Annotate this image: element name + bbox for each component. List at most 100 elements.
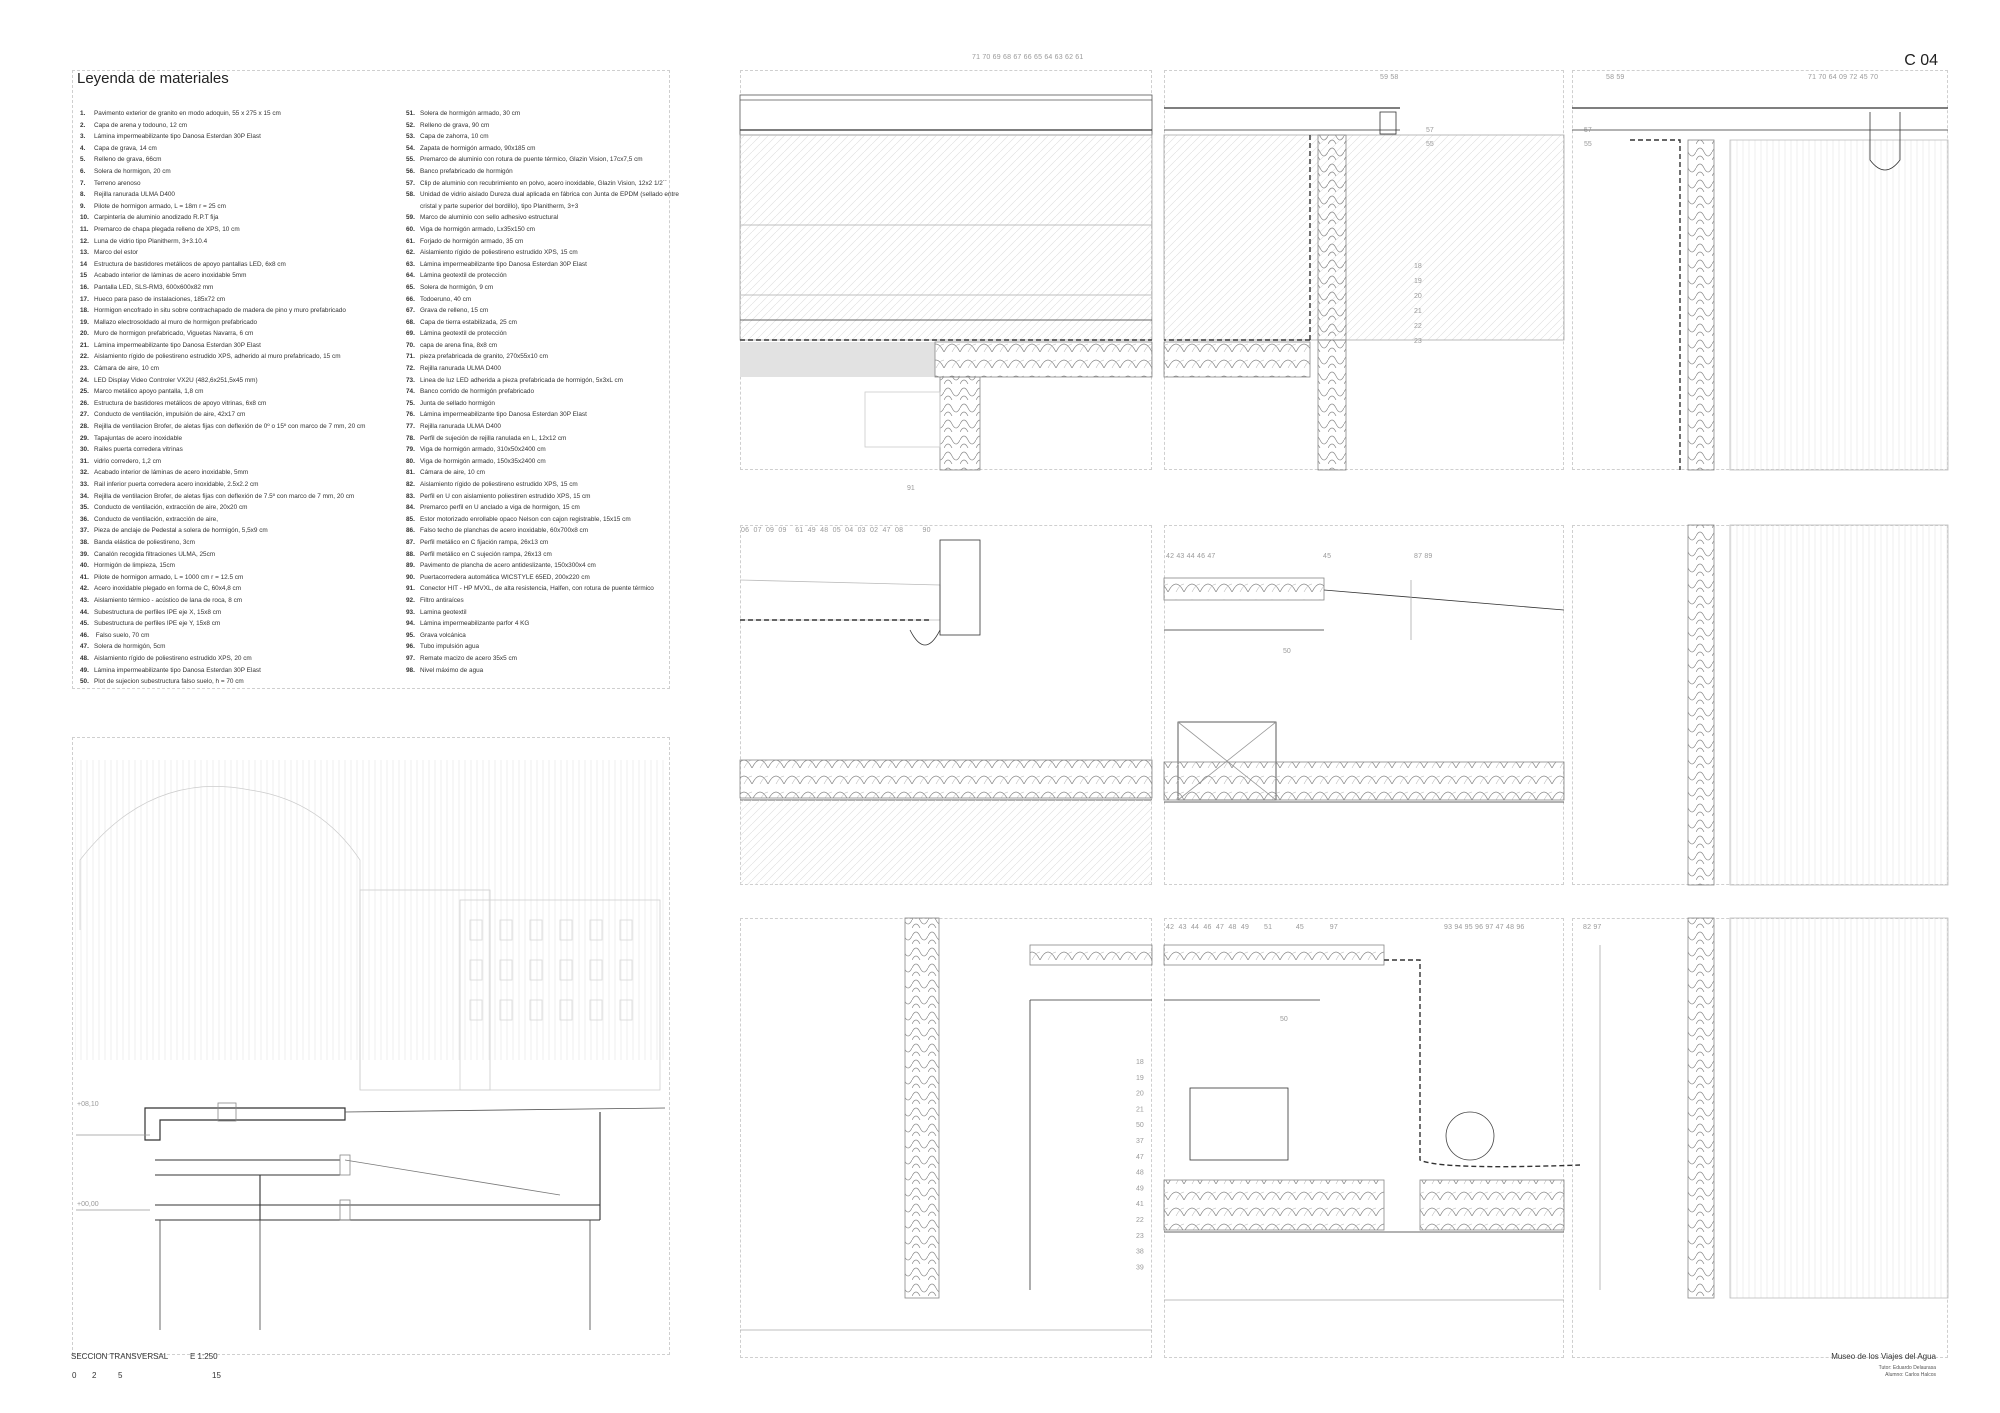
legend-item-text: Hormigon encofrado in situ sobre contrac… bbox=[94, 307, 346, 315]
legend-item-number: 62. bbox=[406, 249, 415, 257]
detail-5-right-refs: 87 89 bbox=[1414, 553, 1433, 560]
legend-item: 57.Clip de aluminio con recubrimiento en… bbox=[406, 178, 726, 190]
legend-item-number: 75. bbox=[406, 399, 415, 407]
legend-item: 55.Premarco de aluminio con rotura de pu… bbox=[406, 154, 726, 166]
legend-item: 90.Puertacorredera automática WICSTYLE 6… bbox=[406, 572, 726, 584]
scale-bar-label-0: 0 bbox=[72, 1371, 77, 1380]
legend-item-number: 40. bbox=[80, 562, 89, 570]
legend-item-number: 67. bbox=[406, 307, 415, 315]
d8-left-refs-item: 18 bbox=[1136, 1059, 1144, 1066]
legend-item-text: Banco prefabricado de hormigón bbox=[420, 167, 513, 175]
legend-item-number: 53. bbox=[406, 133, 415, 141]
legend-item-number: 31. bbox=[80, 457, 89, 465]
legend-item-text: Banco corrido de hormigón prefabricado bbox=[420, 388, 535, 396]
legend-item: 29.Tapajuntas de acero inoxidable bbox=[80, 433, 400, 445]
legend-item: 66.Todoeruno, 40 cm bbox=[406, 294, 726, 306]
legend-item-number: 21. bbox=[80, 341, 89, 349]
detail-9-top-refs: 82 97 bbox=[1583, 924, 1602, 931]
legend-item-text: Lámina geotextil de protección bbox=[420, 272, 507, 280]
legend-item: 4.Capa de grava, 14 cm bbox=[80, 143, 400, 155]
legend-item: 82.Aislamiento rígido de poliestireno es… bbox=[406, 479, 726, 491]
legend-item-number: 61. bbox=[406, 237, 415, 245]
legend-item-text: Solera de hormigón, 9 cm bbox=[420, 283, 494, 291]
legend-item-number: 25. bbox=[80, 388, 89, 396]
legend-item: 25.Marco metálico apoyo pantalla, 1,8 cm bbox=[80, 386, 400, 398]
legend-item: 38.Banda elástica de poliestireno, 3cm bbox=[80, 537, 400, 549]
legend-item-number: 81. bbox=[406, 469, 415, 477]
legend-item: 83.Perfil en U con aislamiento poliestir… bbox=[406, 491, 726, 503]
d2-side-refs-item: 55 bbox=[1426, 141, 1434, 148]
legend-item: 47.Solera de hormigón, 5cm bbox=[80, 641, 400, 653]
legend-item-number: 84. bbox=[406, 504, 415, 512]
legend-item: 71.pieza prefabricada de granito, 270x55… bbox=[406, 351, 726, 363]
legend-item-text: Rejilla ranurada ULMA D400 bbox=[420, 423, 501, 431]
d2-right-refs-item: 22 bbox=[1414, 323, 1422, 330]
legend-item-text: Forjado de hormigón armado, 35 cm bbox=[420, 237, 524, 245]
legend-item-text: capa de arena fina, 8x8 cm bbox=[420, 341, 498, 349]
detail-1-drawing bbox=[739, 94, 1153, 471]
legend-item: 75.Junta de sellado hormigón bbox=[406, 398, 726, 410]
legend-item-number: 28. bbox=[80, 423, 89, 431]
legend-item-text: Pieza de anclaje de Pedestal a solera de… bbox=[94, 527, 268, 535]
legend-item-number: 17. bbox=[80, 295, 89, 303]
legend-item-text: Conector HIT - HP MVXL, de alta resisten… bbox=[420, 585, 654, 593]
d8-left-refs-item: 48 bbox=[1136, 1170, 1144, 1177]
section-level-mark: +00,00 bbox=[77, 1201, 99, 1208]
legend-item-text: Tapajuntas de acero inoxidable bbox=[94, 434, 183, 442]
legend-item: 58.Unidad de vidrio aislado Dureza dual … bbox=[406, 189, 726, 201]
legend-item-number: 49. bbox=[80, 666, 89, 674]
legend-item-number: 43. bbox=[80, 596, 89, 604]
legend-item-number: 6. bbox=[80, 167, 86, 175]
legend-item-number: 90. bbox=[406, 573, 415, 581]
legend-item-number: 37. bbox=[80, 527, 89, 535]
d8-left-refs-item: 38 bbox=[1136, 1249, 1144, 1256]
legend-item: 43.Aislamiento térmico - acústico de lan… bbox=[80, 595, 400, 607]
legend-item-text: Lámina impermeabilizante tipo Danosa Est… bbox=[94, 341, 261, 349]
legend-item-number: 27. bbox=[80, 411, 89, 419]
legend-item-number: 32. bbox=[80, 469, 89, 477]
legend-item-number: 34. bbox=[80, 492, 89, 500]
legend-item-number: 11. bbox=[80, 225, 89, 233]
legend-item-number: 68. bbox=[406, 318, 415, 326]
legend-item: 85.Estor motorizado enrollable opaco Nel… bbox=[406, 514, 726, 526]
legend-item: 94.Lámina impermeabilizante parfor 4 KG bbox=[406, 618, 726, 630]
legend-item-text: Capa de grava, 14 cm bbox=[94, 144, 157, 152]
detail-8-top-right-refs: 93 94 95 96 97 47 48 96 bbox=[1444, 924, 1525, 931]
legend-item-number: 59. bbox=[406, 214, 415, 222]
legend-item-text: Conducto de ventilación, impulsión de ai… bbox=[94, 411, 246, 419]
detail-8-drawing bbox=[1163, 944, 1581, 1301]
d8-left-refs-item: 22 bbox=[1136, 1217, 1144, 1224]
legend-item: 50.Plot de sujecion subestructura falso … bbox=[80, 676, 400, 688]
legend-item-text: Aislamiento rígido de poliestireno estru… bbox=[420, 249, 578, 257]
legend-item-number: 78. bbox=[406, 434, 415, 442]
d2-right-refs-item: 19 bbox=[1414, 278, 1422, 285]
legend-item: 59.Marco de aluminio con sello adhesivo … bbox=[406, 212, 726, 224]
legend-item-number: 76. bbox=[406, 411, 415, 419]
legend-item-text: Muro de hormigon prefabricado, Viguetas … bbox=[94, 330, 254, 338]
legend-item-number: 7. bbox=[80, 179, 86, 187]
detail-2-drawing bbox=[1163, 107, 1565, 471]
legend-item-text: pieza prefabricada de granito, 270x55x10… bbox=[420, 353, 548, 361]
legend-item-number: 93. bbox=[406, 608, 415, 616]
legend-item-text: Clip de aluminio con recubrimiento en po… bbox=[420, 179, 668, 187]
legend-item-text: Premarco de chapa plegada relleno de XPS… bbox=[94, 225, 240, 233]
legend-item-number: 26. bbox=[80, 399, 89, 407]
detail-4-drawing bbox=[739, 539, 1153, 885]
legend-item-number: 30. bbox=[80, 446, 89, 454]
legend-item-number: 23. bbox=[80, 365, 89, 373]
student-name: Alumno: Carlos Halcos bbox=[1885, 1372, 1936, 1378]
legend-item-number: 45. bbox=[80, 620, 89, 628]
legend-item-text: Viga de hormigón armado, Lx35x150 cm bbox=[420, 225, 535, 233]
legend-item: 96.Tubo impulsión agua bbox=[406, 641, 726, 653]
legend-item-text: vidrio corredero, 1,2 cm bbox=[94, 457, 162, 465]
legend-item-number: 8. bbox=[80, 191, 86, 199]
legend-item-text: Lámina impermeabilizante tipo Danosa Est… bbox=[420, 411, 587, 419]
d8-left-refs-item: 50 bbox=[1136, 1122, 1144, 1129]
legend-item-text: Hueco para paso de instalaciones, 185x72… bbox=[94, 295, 226, 303]
legend-item-number: 9. bbox=[80, 202, 86, 210]
legend-item-text: Acabado interior de láminas de acero ino… bbox=[94, 272, 247, 280]
